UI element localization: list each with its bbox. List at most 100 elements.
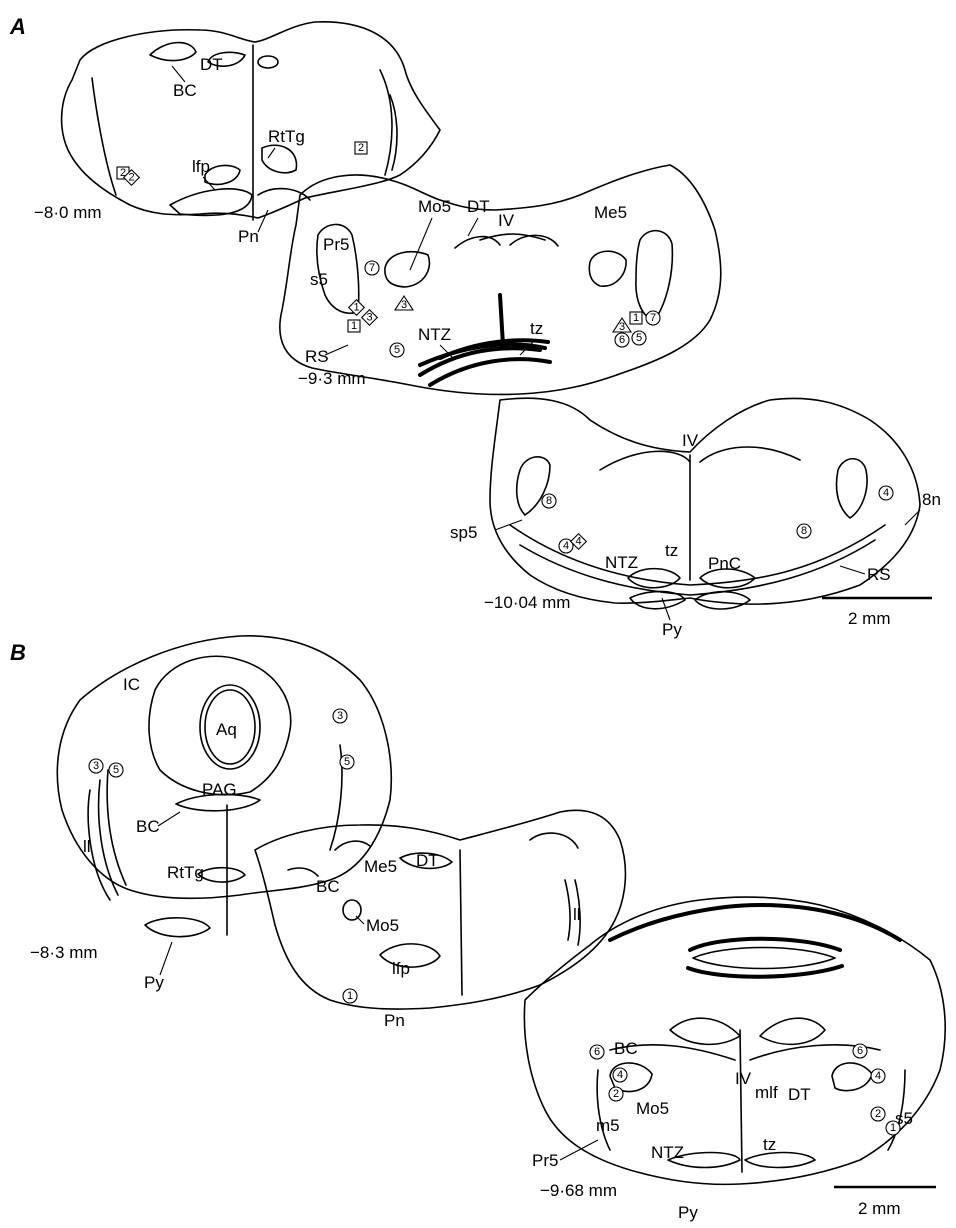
site-mark: 1 <box>630 312 642 324</box>
label-a-bc: BC <box>173 81 197 100</box>
level-a2: −9·3 mm <box>298 369 366 388</box>
label-a-lfp: lfp <box>192 157 210 176</box>
site-mark: 6 <box>590 1045 604 1059</box>
label-a-dt2: DT <box>467 197 490 216</box>
site-mark: 1 <box>343 989 357 1003</box>
scale-bar-b-label: 2 mm <box>858 1199 901 1218</box>
site-mark: 2 <box>609 1087 623 1101</box>
site-mark: 8 <box>797 524 811 538</box>
label-b-m5: m5 <box>596 1116 620 1135</box>
label-a-rs1: RS <box>305 347 329 366</box>
site-mark: 4 <box>871 1069 885 1083</box>
site-mark: 8 <box>542 494 556 508</box>
site-mark: 6 <box>853 1044 867 1058</box>
label-b-pn: Pn <box>384 1011 405 1030</box>
svg-text:1: 1 <box>353 302 359 314</box>
label-b-iv: IV <box>735 1069 752 1088</box>
site-mark: 5 <box>632 331 646 345</box>
section-b2-outline <box>255 810 625 1009</box>
label-b-bc1: BC <box>136 817 160 836</box>
svg-text:3: 3 <box>93 760 99 772</box>
svg-text:5: 5 <box>636 332 642 344</box>
site-mark: 6 <box>615 333 629 347</box>
site-mark: 4 <box>879 486 893 500</box>
level-b1: −8·3 mm <box>30 943 98 962</box>
label-b-rttg: RtTg <box>167 863 204 882</box>
label-b-aq: Aq <box>216 720 237 739</box>
site-mark: 7 <box>365 261 379 275</box>
label-b-mlf: mlf <box>755 1083 778 1102</box>
label-a-pr5: Pr5 <box>323 235 349 254</box>
svg-text:1: 1 <box>890 1122 896 1134</box>
label-a-ntz1: NTZ <box>418 325 451 344</box>
svg-text:8: 8 <box>546 495 552 507</box>
site-mark: 7 <box>646 311 660 325</box>
svg-text:7: 7 <box>650 312 656 324</box>
svg-text:5: 5 <box>394 344 400 356</box>
svg-text:4: 4 <box>617 1069 623 1081</box>
label-b-ntz: NTZ <box>651 1143 684 1162</box>
site-mark: 5 <box>390 343 404 357</box>
svg-text:1: 1 <box>351 320 357 332</box>
site-mark: 4 <box>613 1068 627 1082</box>
label-a-sp5: sp5 <box>450 523 477 542</box>
label-a-tz1: tz <box>530 319 543 338</box>
level-b2: −9·68 mm <box>540 1181 617 1200</box>
label-a-s5: s5 <box>310 270 328 289</box>
site-mark: 1 <box>348 320 360 332</box>
label-a-pn: Pn <box>238 227 259 246</box>
svg-text:5: 5 <box>113 764 119 776</box>
svg-text:3: 3 <box>401 299 407 311</box>
section-b3-outline <box>524 897 945 1184</box>
svg-text:4: 4 <box>883 487 889 499</box>
level-a1: −8·0 mm <box>34 203 102 222</box>
site-mark: 2 <box>871 1107 885 1121</box>
site-mark: 3 <box>362 310 378 326</box>
svg-text:3: 3 <box>619 321 625 333</box>
svg-text:1: 1 <box>633 312 639 324</box>
svg-text:4: 4 <box>875 1070 881 1082</box>
svg-text:4: 4 <box>563 540 569 552</box>
svg-text:6: 6 <box>857 1045 863 1057</box>
label-a-mo5: Mo5 <box>418 197 451 216</box>
label-a-rttg: RtTg <box>268 127 305 146</box>
label-b-ll1: ll <box>83 837 91 856</box>
label-a-8n: 8n <box>922 490 941 509</box>
scale-bar-a-label: 2 mm <box>848 609 891 628</box>
svg-text:7: 7 <box>369 262 375 274</box>
label-b-mo5a: Mo5 <box>366 916 399 935</box>
label-b-bc2: BC <box>316 877 340 896</box>
label-a-pnc: PnC <box>708 554 741 573</box>
site-mark: 3 <box>613 318 631 333</box>
site-mark: 3 <box>395 296 413 311</box>
label-a-me5: Me5 <box>594 203 627 222</box>
svg-text:3: 3 <box>337 710 343 722</box>
label-a-rs2: RS <box>867 565 891 584</box>
label-b-pag: PAG <box>202 780 237 799</box>
svg-text:3: 3 <box>366 312 372 324</box>
label-b-ic: IC <box>123 675 140 694</box>
level-a3: −10·04 mm <box>484 593 570 612</box>
label-b-dt1: DT <box>416 851 439 870</box>
label-b-py2: Py <box>678 1203 698 1222</box>
label-b-py1: Py <box>144 973 164 992</box>
svg-text:4: 4 <box>575 536 581 548</box>
svg-text:2: 2 <box>875 1108 881 1120</box>
label-a-dt1: DT <box>200 55 223 74</box>
label-b-dt2: DT <box>788 1085 811 1104</box>
label-b-me5: Me5 <box>364 857 397 876</box>
panel-a-letter: A <box>9 14 26 39</box>
label-b-mo5b: Mo5 <box>636 1099 669 1118</box>
svg-text:5: 5 <box>344 756 350 768</box>
site-mark: 1 <box>886 1121 900 1135</box>
svg-text:8: 8 <box>801 525 807 537</box>
svg-text:6: 6 <box>619 334 625 346</box>
svg-text:6: 6 <box>594 1046 600 1058</box>
site-mark: 5 <box>340 755 354 769</box>
site-mark: 3 <box>333 709 347 723</box>
label-a-iv2: IV <box>682 431 699 450</box>
svg-text:1: 1 <box>347 990 353 1002</box>
label-a-ntz2: NTZ <box>605 553 638 572</box>
